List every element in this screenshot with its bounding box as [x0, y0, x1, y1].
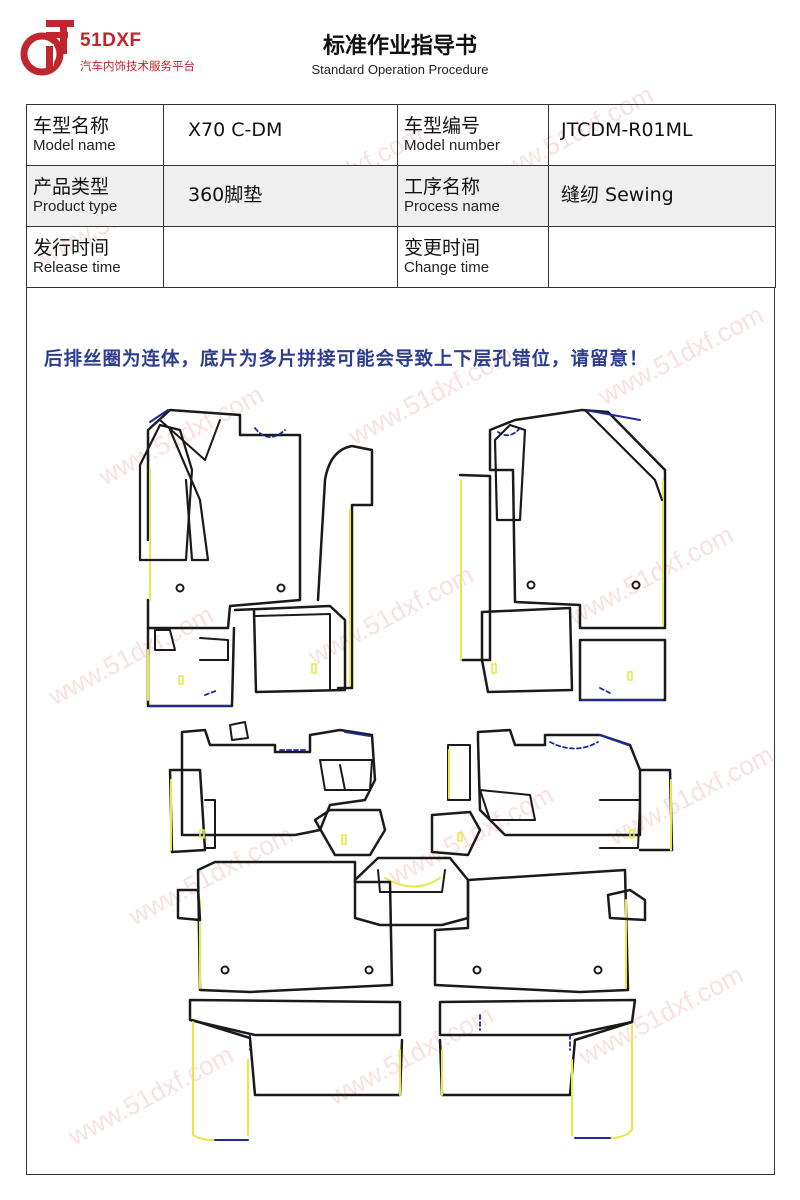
- logo-text: 51DXF: [80, 30, 142, 51]
- change-time-label-cell: 变更时间 Change time: [397, 226, 549, 288]
- document-header: 51DXF 汽车内饰技术服务平台 标准作业指导书 Standard Operat…: [0, 0, 800, 100]
- title-chinese: 标准作业指导书: [322, 34, 477, 59]
- change-time-label-en: Change time: [404, 259, 490, 276]
- release-time-value-cell: [163, 226, 398, 288]
- info-table: 车型名称 Model name X70 C-DM 车型编号 Model numb…: [26, 104, 776, 288]
- product-type-value-cell: 360脚垫: [163, 165, 398, 227]
- model-number-label-cn: 车型编号: [404, 115, 481, 137]
- model-number-label-cell: 车型编号 Model number: [397, 104, 549, 166]
- release-time-label-cn: 发行时间: [33, 237, 110, 259]
- company-logo: 51DXF 汽车内饰技术服务平台: [20, 18, 250, 78]
- rear-right-mat: [430, 728, 674, 857]
- rear-left-mat: [168, 721, 387, 857]
- change-time-label-cn: 变更时间: [404, 237, 481, 259]
- info-row-time: 发行时间 Release time 变更时间 Change time: [26, 226, 776, 288]
- model-name-label-cell: 车型名称 Model name: [26, 104, 164, 166]
- product-type-value: 360脚垫: [188, 184, 263, 206]
- model-number-value: JTCDM-R01ML: [561, 119, 693, 141]
- front-right-mat: [458, 408, 667, 702]
- info-row-model: 车型名称 Model name X70 C-DM 车型编号 Model numb…: [26, 104, 776, 166]
- rear-floor-left-mat: [176, 860, 404, 1141]
- model-number-value-cell: JTCDM-R01ML: [548, 104, 776, 166]
- model-name-label-en: Model name: [33, 137, 116, 154]
- change-time-value-cell: [548, 226, 776, 288]
- center-tunnel-mat: [353, 856, 470, 927]
- document-title: 标准作业指导书 Standard Operation Procedure: [250, 28, 550, 77]
- model-number-label-en: Model number: [404, 137, 500, 154]
- release-time-label-en: Release time: [33, 259, 121, 276]
- process-name-value-cell: 缝纫 Sewing: [548, 165, 776, 227]
- front-left-mat: [138, 408, 374, 708]
- product-type-label-cn: 产品类型: [33, 176, 110, 198]
- title-english: Standard Operation Procedure: [311, 62, 489, 77]
- logo-subtitle: 汽车内饰技术服务平台: [80, 59, 195, 73]
- content-frame: [26, 288, 775, 1175]
- info-row-product: 产品类型 Product type 360脚垫 工序名称 Process nam…: [26, 165, 776, 227]
- release-time-label-cell: 发行时间 Release time: [26, 226, 164, 288]
- rear-floor-right-mat: [433, 868, 647, 1139]
- process-name-label-cell: 工序名称 Process name: [397, 165, 549, 227]
- sewing-notice: 后排丝圈为连体，底片为多片拼接可能会导致上下层孔错位，请留意！: [44, 349, 649, 370]
- logo-mark-icon: [20, 20, 74, 76]
- model-name-value-cell: X70 C-DM: [163, 104, 398, 166]
- model-name-label-cn: 车型名称: [33, 115, 110, 137]
- process-name-value: 缝纫 Sewing: [561, 184, 674, 206]
- product-type-label-cell: 产品类型 Product type: [26, 165, 164, 227]
- model-name-value: X70 C-DM: [188, 119, 283, 141]
- process-name-label-en: Process name: [404, 198, 500, 215]
- product-type-label-en: Product type: [33, 198, 118, 215]
- process-name-label-cn: 工序名称: [404, 176, 481, 198]
